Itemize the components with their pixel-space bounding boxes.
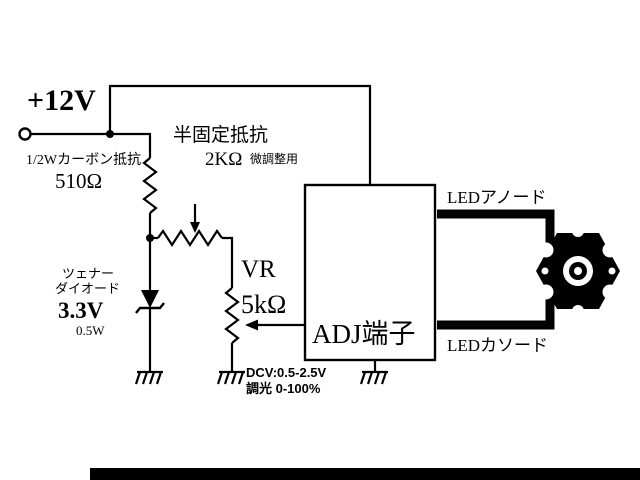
label-led-anode: LEDアノード (447, 188, 547, 207)
bottom-border-bar (90, 468, 640, 480)
resistor-510-symbol (142, 157, 158, 214)
label-resistor-name: 1/2Wカーボン抵抗 (26, 152, 141, 168)
label-zener-name-1: ツェナー (62, 266, 114, 281)
zener-diode-symbol (135, 290, 165, 314)
label-adj-voltage-range: DCV:0.5-2.5V (246, 365, 327, 380)
vr-wiper-arrow (245, 319, 305, 331)
junction-dot (106, 130, 114, 138)
trimmer-2k-symbol (157, 228, 223, 248)
label-zener-voltage: 3.3V (58, 298, 104, 323)
led-emitter (563, 256, 593, 286)
ground-vr (216, 370, 245, 385)
wires (30, 84, 377, 372)
label-trimmer-name: 半固定抵抗 (173, 124, 268, 146)
label-supply-voltage: +12V (27, 84, 96, 117)
label-trimmer-value: 2KΩ (205, 149, 242, 170)
label-trimmer-note: 微調整用 (250, 151, 298, 166)
wire-to-resistor (110, 132, 152, 158)
ground-zener (134, 370, 163, 385)
junction-dot (146, 234, 154, 242)
label-led-cathode: LEDカソード (447, 336, 548, 355)
label-vr-value: 5kΩ (241, 290, 286, 319)
led-anode-wire (437, 209, 555, 252)
supply-terminal (18, 127, 32, 141)
label-adj-terminal: ADJ端子 (312, 319, 416, 349)
label-resistor-value: 510Ω (55, 169, 102, 193)
ground-adj (359, 370, 388, 385)
trimmer-wiper-arrow (190, 204, 200, 233)
wire-top-run (108, 84, 372, 185)
label-dimming-range: 調光 0-100% (246, 381, 321, 396)
label-zener-power: 0.5W (76, 323, 105, 338)
led-star-board (536, 225, 620, 317)
wire-trimmer-vr (222, 236, 234, 288)
led-cathode-wire (437, 290, 555, 330)
vr-5k-symbol (224, 287, 240, 344)
adj-module-box (303, 183, 437, 362)
label-zener-name-2: ダイオード (55, 281, 120, 296)
label-vr-name: VR (241, 256, 276, 283)
